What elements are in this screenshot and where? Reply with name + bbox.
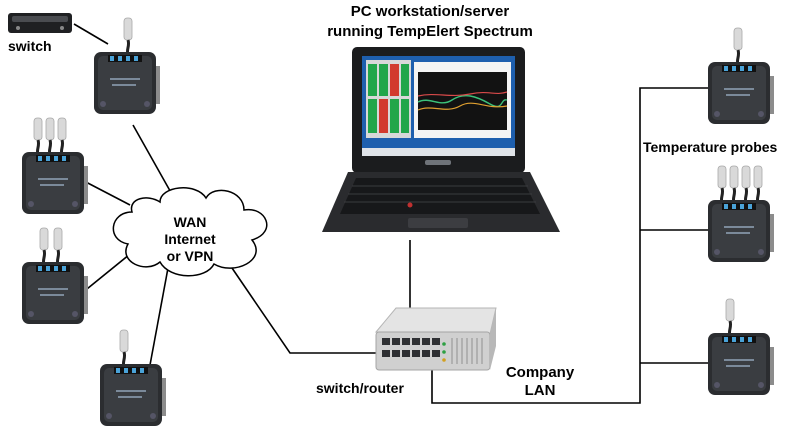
connection-lines: [73, 23, 720, 404]
pc-title-line2: running TempElert Spectrum: [327, 23, 533, 40]
temperature-monitor-icon: [100, 328, 166, 426]
wan-label-line1: WAN: [173, 214, 207, 230]
temperature-monitor-icon: [22, 116, 88, 214]
wan-label-line2: Internet: [164, 231, 216, 247]
wan-label-line3: or VPN: [166, 248, 214, 264]
temperature-monitor-icon: [708, 297, 774, 395]
lan-label-line1: Company: [505, 364, 575, 381]
door-switch-icon: [8, 13, 72, 33]
pc-title-line1: PC workstation/server: [350, 3, 510, 20]
network-switch-icon: [374, 307, 497, 371]
temperature-monitor-icon: [708, 164, 774, 262]
temperature-monitor-icon: [708, 26, 774, 124]
cloud-icon: [112, 187, 268, 277]
router-label: switch/router: [316, 380, 404, 396]
switch-label: switch: [8, 38, 52, 54]
lan-label-line2: LAN: [524, 382, 556, 399]
temperature-probes-label: Temperature probes: [643, 139, 778, 155]
temperature-monitor-icon: [22, 226, 88, 324]
laptop-icon: [322, 47, 560, 232]
temperature-monitor-icon: [94, 16, 160, 114]
